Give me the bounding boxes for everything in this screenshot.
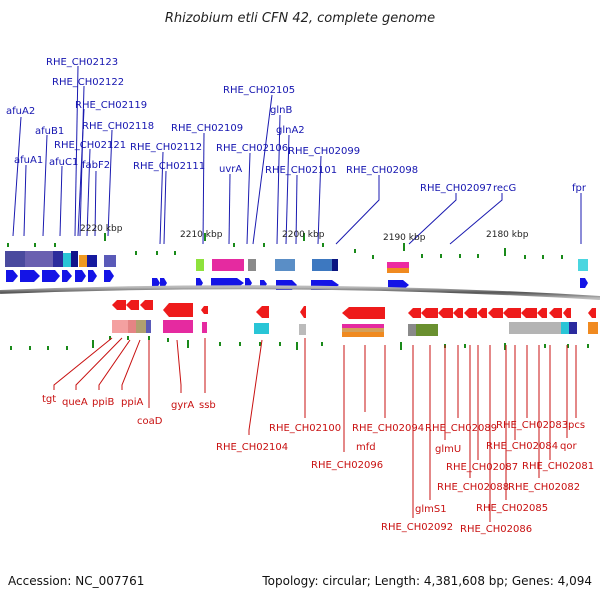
gene-label: mfd bbox=[356, 442, 376, 453]
gene-label: queA bbox=[62, 397, 88, 408]
gene-label: RHE_CH02085 bbox=[476, 503, 548, 514]
bottom-leader-lines bbox=[53, 337, 577, 522]
top-gene-labels: RHE_CH02123 RHE_CH02122 afuA2 RHE_CH0211… bbox=[6, 57, 587, 194]
top-leader-lines bbox=[12, 65, 582, 245]
genome-backbone bbox=[0, 285, 600, 300]
gene-label: RHE_CH02083 bbox=[496, 420, 568, 431]
gene-label: RHE_CH02119 bbox=[75, 100, 147, 111]
gene-label: RHE_CH02101 bbox=[265, 165, 337, 176]
gene-label: RHE_CH02100 bbox=[269, 423, 341, 434]
gene-label: glmU bbox=[435, 444, 461, 455]
scale-label-2180: 2180 kbp bbox=[486, 230, 529, 240]
gene-label: afuC1 bbox=[49, 157, 78, 168]
gene-label: RHE_CH02086 bbox=[460, 524, 532, 535]
gene-label: recG bbox=[493, 183, 516, 194]
gene-label: RHE_CH02084 bbox=[486, 441, 558, 452]
scale-label-2190: 2190 kbp bbox=[383, 233, 426, 243]
scale-labels: 2220 kbp 2210 kbp 2200 kbp 2190 kbp 2180… bbox=[80, 224, 529, 243]
gene-label: RHE_CH02105 bbox=[223, 85, 295, 96]
genome-summary: Topology: circular; Length: 4,381,608 bp… bbox=[261, 574, 592, 588]
gene-label: fpr bbox=[572, 183, 587, 194]
gene-label: RHE_CH02118 bbox=[82, 121, 154, 132]
bottom-gene-labels: tgt queA ppiB ppiA coaD gyrA ssb RHE_CH0… bbox=[42, 394, 594, 535]
scale-label-2210: 2210 kbp bbox=[180, 230, 223, 240]
gene-label: RHE_CH02112 bbox=[130, 142, 202, 153]
scale-label-2200: 2200 kbp bbox=[282, 230, 325, 240]
gene-label: RHE_CH02081 bbox=[522, 461, 594, 472]
gene-label: RHE_CH02122 bbox=[52, 77, 124, 88]
scale-ticks bbox=[7, 233, 589, 350]
gene-label: qor bbox=[560, 441, 577, 452]
gene-label: RHE_CH02099 bbox=[288, 146, 360, 157]
map-title: Rhizobium etli CFN 42, complete genome bbox=[165, 11, 435, 26]
gene-label: RHE_CH02087 bbox=[446, 462, 518, 473]
gene-label: RHE_CH02096 bbox=[311, 460, 383, 471]
gene-label: afuB1 bbox=[35, 126, 64, 137]
gene-label: RHE_CH02109 bbox=[171, 123, 243, 134]
gene-label: afuA2 bbox=[6, 106, 35, 117]
gene-label: ppiB bbox=[92, 397, 114, 408]
accession-text: Accession: NC_007761 bbox=[8, 574, 144, 588]
gene-label: ppiA bbox=[121, 397, 143, 408]
gene-label: RHE_CH02104 bbox=[216, 442, 288, 453]
gene-label: RHE_CH02094 bbox=[352, 423, 424, 434]
bottom-annotation-bars bbox=[112, 320, 598, 337]
gene-label: RHE_CH02088 bbox=[437, 482, 509, 493]
gene-label: RHE_CH02082 bbox=[508, 482, 580, 493]
gene-label: glnB bbox=[270, 105, 292, 116]
scale-label-2220: 2220 kbp bbox=[80, 224, 123, 234]
gene-label: gyrA bbox=[171, 400, 194, 411]
gene-label: fabF2 bbox=[82, 160, 110, 171]
top-annotation-bars bbox=[5, 251, 588, 273]
gene-label: glmS1 bbox=[415, 504, 447, 515]
gene-label: RHE_CH02121 bbox=[54, 140, 126, 151]
gene-label: RHE_CH02111 bbox=[133, 161, 205, 172]
gene-label: glnA2 bbox=[276, 125, 305, 136]
gene-label: RHE_CH02089 bbox=[425, 423, 497, 434]
gene-label: coaD bbox=[137, 416, 163, 427]
gene-label: RHE_CH02092 bbox=[381, 522, 453, 533]
gene-label: tgt bbox=[42, 394, 56, 405]
gene-label: afuA1 bbox=[14, 155, 43, 166]
reverse-genes bbox=[112, 300, 596, 319]
gene-label: RHE_CH02123 bbox=[46, 57, 118, 68]
gene-label: pcs bbox=[568, 420, 585, 431]
gene-label: RHE_CH02106 bbox=[216, 143, 288, 154]
gene-label: uvrA bbox=[219, 164, 242, 175]
gene-label: RHE_CH02097 bbox=[420, 183, 492, 194]
gene-label: RHE_CH02098 bbox=[346, 165, 418, 176]
gene-label: ssb bbox=[199, 400, 216, 411]
